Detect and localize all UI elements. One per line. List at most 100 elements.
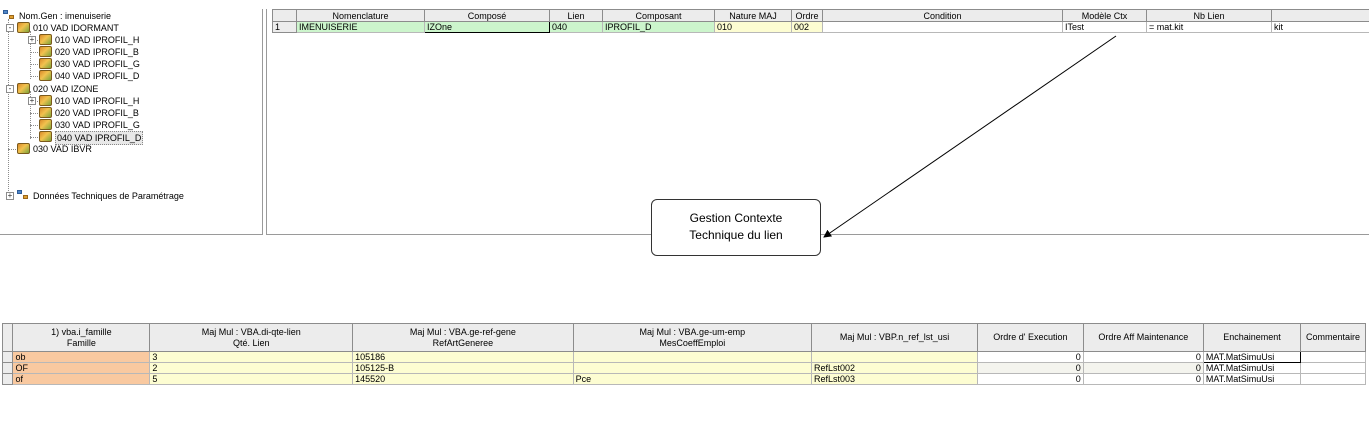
callout-box: Gestion Contexte Technique du lien	[651, 199, 821, 256]
grid-cell[interactable]: OF	[12, 362, 151, 374]
grid-cell[interactable]: 0	[977, 362, 1084, 374]
collapse-icon[interactable]: -	[6, 24, 14, 32]
column-header[interactable]: Lien	[549, 9, 603, 22]
grid-cell[interactable]: RefLst002	[810, 362, 979, 374]
column-header[interactable]: Ordre	[791, 9, 823, 22]
column-header-line-1: Enchainement	[1223, 332, 1281, 342]
column-header[interactable]: Modèle Ctx	[1062, 9, 1147, 22]
component-folder-icon	[39, 118, 52, 130]
component-folder-icon	[39, 46, 52, 58]
grid-cell[interactable]	[572, 362, 812, 374]
column-header[interactable]	[1271, 9, 1369, 22]
expand-icon[interactable]: +	[28, 95, 36, 105]
column-header[interactable]: Ordre Aff Maintenance	[1082, 323, 1204, 352]
tree-node-label: 010 VAD IDORMANT	[33, 23, 119, 33]
column-header-line-1: Maj Mul : VBA.ge-ref-gene	[409, 326, 516, 337]
grid-cell[interactable]: 2	[149, 362, 354, 374]
expand-icon[interactable]: +	[28, 35, 36, 45]
column-header-line-1: Maj Mul : VBA.ge-um-emp	[639, 326, 746, 337]
column-header[interactable]: Nomenclature	[296, 9, 425, 22]
nomenclature-tree[interactable]: Nom.Gen : imenuiserie -010 VAD IDORMANT+…	[0, 9, 263, 235]
column-header-line-2: MesCoeffEmploi	[659, 337, 726, 348]
component-folder-icon	[39, 58, 52, 70]
grid-cell[interactable]: 105125-B	[352, 362, 574, 374]
grid-cell[interactable]: 0	[1082, 373, 1204, 385]
column-header-line-2: Famille	[66, 337, 96, 348]
tree-connector	[30, 101, 44, 102]
grid-cell[interactable]	[1300, 351, 1366, 363]
grid-cell[interactable]: RefLst003	[810, 373, 979, 385]
grid-cell[interactable]: 105186	[352, 351, 574, 363]
grid-cell[interactable]: 145520	[352, 373, 574, 385]
grid-cell[interactable]: of	[12, 373, 151, 385]
grid-cell[interactable]	[1300, 362, 1366, 374]
callout-line-1: Gestion Contexte	[689, 211, 783, 225]
grid-cell[interactable]: MAT.MatSimuUsi	[1202, 373, 1302, 385]
column-header[interactable]: Composant	[602, 9, 715, 22]
network-icon	[17, 190, 30, 201]
grid-cell[interactable]: 040	[549, 21, 603, 33]
grid-cell[interactable]: 3	[149, 351, 354, 363]
tree-node-label: 010 VAD IPROFIL_H	[55, 95, 140, 106]
component-folder-icon	[17, 82, 30, 94]
column-header-line-2: Qté. Lien	[232, 337, 270, 348]
tree-node-label: 030 VAD IPROFIL_G	[55, 119, 140, 130]
column-header[interactable]: Nb Lien	[1146, 9, 1272, 22]
tree-connector	[30, 125, 44, 126]
column-header-line-1: Commentaire	[1306, 332, 1361, 342]
column-header[interactable]: Enchainement	[1202, 323, 1302, 352]
column-header-line-1: Ordre d' Execution	[993, 332, 1068, 342]
grid-corner	[1, 323, 14, 352]
grid-cell[interactable]: ITest	[1062, 21, 1147, 33]
tree-connector	[30, 52, 44, 53]
column-header-line-1: Maj Mul : VBP.n_ref_lst_usi	[839, 332, 950, 342]
callout-line-2: Technique du lien	[689, 228, 783, 242]
grid-cell[interactable]: IMENUISERIE	[296, 21, 425, 33]
grid-cell[interactable]: 5	[149, 373, 354, 385]
component-folder-icon	[39, 94, 52, 106]
grid-cell[interactable]: 0	[977, 351, 1084, 363]
column-header[interactable]: Composé	[424, 9, 550, 22]
grid-cell[interactable]: 0	[1082, 351, 1204, 363]
grid-cell[interactable]	[1300, 373, 1366, 385]
component-folder-icon	[39, 106, 52, 118]
grid-cell[interactable]: MAT.MatSimuUsi	[1202, 362, 1302, 374]
grid-cell[interactable]: MAT.MatSimuUsi	[1202, 351, 1302, 363]
expand-icon[interactable]: +	[6, 191, 14, 200]
grid-cell[interactable]: 002	[791, 21, 823, 33]
tree-connector	[30, 40, 44, 41]
tree-node-label: 020 VAD IZONE	[33, 83, 99, 94]
column-header[interactable]: Ordre d' Execution	[977, 323, 1084, 352]
grid-cell[interactable]	[572, 351, 812, 363]
grid-cell[interactable]	[810, 351, 979, 363]
grid-cell[interactable]: 0	[1082, 362, 1204, 374]
grid-cell[interactable]: ob	[12, 351, 151, 363]
tree-node-label: 040 VAD IPROFIL_D	[55, 71, 140, 82]
grid-cell[interactable]: 0	[977, 373, 1084, 385]
grid-cell[interactable]: 010	[714, 21, 792, 33]
tree-connector	[30, 64, 44, 65]
row-selector[interactable]	[1, 362, 14, 374]
row-selector[interactable]	[1, 373, 14, 385]
tree-connector	[30, 137, 44, 138]
column-header[interactable]: Maj Mul : VBP.n_ref_lst_usi	[810, 323, 979, 352]
row-selector[interactable]	[1, 351, 14, 363]
tree-node-label: 020 VAD IPROFIL_B	[55, 47, 139, 58]
grid-cell[interactable]: Pce	[572, 373, 812, 385]
grid-cell[interactable]: IZOne	[424, 21, 550, 33]
collapse-icon[interactable]: -	[6, 84, 14, 93]
component-folder-icon	[17, 143, 30, 154]
column-header[interactable]: Commentaire	[1300, 323, 1366, 352]
column-header[interactable]: Nature MAJ	[714, 9, 792, 22]
tree-connector	[30, 31, 31, 79]
